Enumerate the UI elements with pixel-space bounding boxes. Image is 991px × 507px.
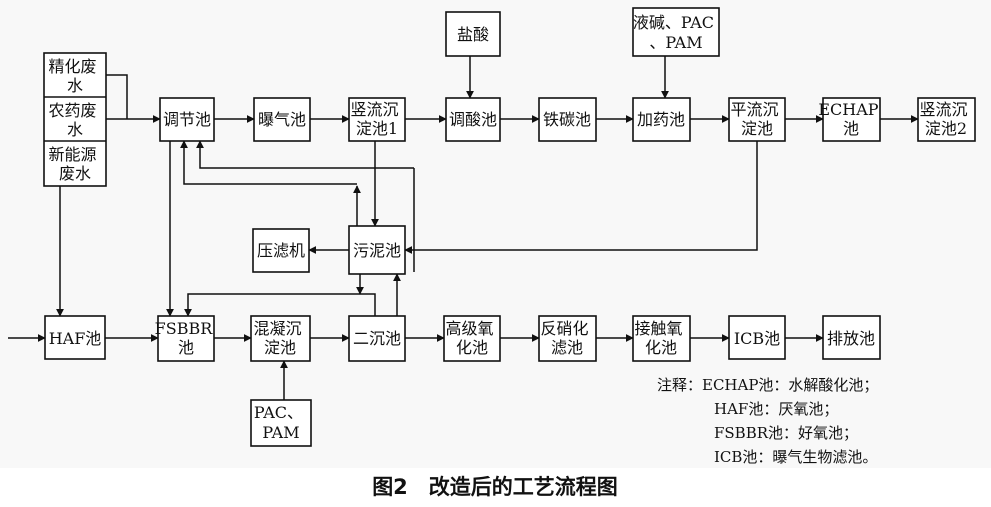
label-gaoji-line2: 化池 (456, 338, 488, 357)
box-jiayao (632, 97, 691, 142)
box-jiechu (632, 315, 691, 362)
label-jinghua-line1: 精化废 (48, 57, 96, 76)
label-wuni: 污泥池 (353, 241, 401, 260)
label-jinghua: 精化废 水 (48, 57, 101, 95)
label-haf: HAF池 (49, 329, 102, 348)
box-tiaosuan (445, 97, 501, 142)
box-fsbbr (157, 315, 215, 362)
label-paifang: 排放池 (827, 329, 875, 348)
box-icb (728, 315, 786, 360)
label-gaoji-line1: 高级氧 (445, 319, 493, 338)
box-puqi (253, 97, 311, 142)
box-wuni (348, 225, 406, 275)
label-yejian: 液碱、PAC 、PAM (633, 13, 719, 52)
label-erchen: 二沉池 (353, 329, 401, 348)
diagram-background (0, 0, 991, 468)
box-wastewater-sources (43, 52, 107, 187)
label-fsbbr: FSBBR 池 (155, 319, 218, 357)
label-nongyao-line2: 水 (67, 120, 83, 139)
box-fanxiao (538, 315, 597, 362)
box-tiaojie (159, 97, 215, 142)
note-haf: HAF池：厌氧池； (714, 400, 838, 418)
label-shuliu1-line1: 竖流沉 (350, 100, 398, 119)
box-yansuan (445, 11, 501, 57)
label-xinnengyuan: 新能源 废水 (48, 145, 101, 183)
note-echap: 注释：ECHAP池：水解酸化池； (657, 376, 878, 394)
box-shuliu1 (348, 97, 406, 142)
label-tietan: 铁碳池 (543, 110, 591, 129)
label-yejian-line2: 、PAM (649, 33, 702, 52)
label-jinghua-line2: 水 (67, 76, 83, 95)
label-hunning-line1: 混凝沉 (253, 319, 301, 338)
box-tietan (538, 97, 597, 142)
label-echap-line1: ECHAP (818, 100, 878, 119)
box-yejian (632, 7, 720, 57)
label-shuliu2-line1: 竖流沉 (919, 100, 967, 119)
box-paifang (822, 315, 881, 360)
figure-caption: 图2 改造后的工艺流程图 (372, 475, 618, 499)
label-pingliu: 平流沉 淀池 (730, 100, 783, 138)
box-pingliu (728, 97, 786, 142)
label-echap: ECHAP 池 (818, 100, 883, 138)
label-nongyao-line1: 农药废 (48, 101, 96, 120)
label-fanxiao: 反硝化 滤池 (540, 319, 593, 357)
label-shuliu1-line2: 淀池1 (356, 119, 398, 138)
box-hunning (250, 315, 311, 362)
label-tiaojie: 调节池 (163, 110, 211, 129)
note-icb: ICB池：曝气生物滤池。 (714, 448, 877, 466)
label-yalvji: 压滤机 (257, 241, 305, 260)
label-puqi: 曝气池 (258, 110, 306, 129)
label-yejian-line1: 液碱、PAC (633, 13, 714, 32)
label-xinnengyuan-line2: 废水 (59, 164, 91, 183)
arrow-erchen-return-to-fsbbr (184, 293, 376, 317)
nodes (43, 7, 976, 447)
label-icb: ICB池 (734, 329, 780, 348)
label-fanxiao-line2: 滤池 (551, 338, 583, 357)
label-hunning: 混凝沉 淀池 (253, 319, 306, 357)
label-jiechu-line2: 化池 (645, 338, 677, 357)
node-labels: 精化废 水 农药废 水 新能源 废水 调节池 曝气池 竖流沉 淀池1 盐酸 调酸… (48, 13, 972, 442)
box-pacpam (250, 399, 312, 447)
label-yansuan: 盐酸 (457, 25, 489, 44)
label-jiayao: 加药池 (637, 110, 685, 129)
label-hunning-line2: 淀池 (264, 338, 296, 357)
label-nongyao: 农药废 水 (48, 101, 101, 139)
box-gaoji (443, 315, 501, 362)
label-pingliu-line2: 淀池 (741, 119, 773, 138)
label-shuliu2: 竖流沉 淀池2 (919, 100, 972, 138)
connectors (8, 56, 919, 400)
box-haf (44, 315, 106, 360)
arrow-jinghua-to-tiaojie (106, 74, 128, 119)
label-echap-line2: 池 (843, 119, 859, 138)
box-yalvji (252, 228, 310, 273)
box-echap (822, 97, 881, 142)
label-xinnengyuan-line1: 新能源 (48, 145, 96, 164)
label-pingliu-line1: 平流沉 (730, 100, 778, 119)
arrow-pingliu-to-wuni (404, 141, 758, 254)
label-pacpam-line2: PAM (262, 423, 299, 442)
box-erchen (348, 315, 406, 362)
label-jiechu-line1: 接触氧 (634, 319, 682, 338)
label-shuliu1: 竖流沉 淀池1 (350, 100, 403, 138)
label-pacpam: PAC、 PAM (254, 403, 308, 442)
label-shuliu2-line2: 淀池2 (925, 119, 967, 138)
label-gaoji: 高级氧 化池 (445, 319, 498, 357)
label-fsbbr-line1: FSBBR (155, 319, 214, 338)
label-jiechu: 接触氧 化池 (634, 319, 687, 357)
note-fsbbr: FSBBR池：好氧池； (714, 424, 858, 442)
label-tiaosuan: 调酸池 (449, 110, 497, 129)
label-fsbbr-line2: 池 (178, 338, 194, 357)
arrow-return-to-tiaojie-1 (196, 140, 414, 169)
label-pacpam-line1: PAC、 (254, 403, 303, 422)
arrow-return-to-tiaojie-2 (180, 140, 357, 185)
legend-notes: 注释：ECHAP池：水解酸化池； HAF池：厌氧池； FSBBR池：好氧池； I… (657, 376, 878, 466)
label-fanxiao-line1: 反硝化 (540, 319, 588, 338)
box-shuliu2 (917, 97, 976, 142)
